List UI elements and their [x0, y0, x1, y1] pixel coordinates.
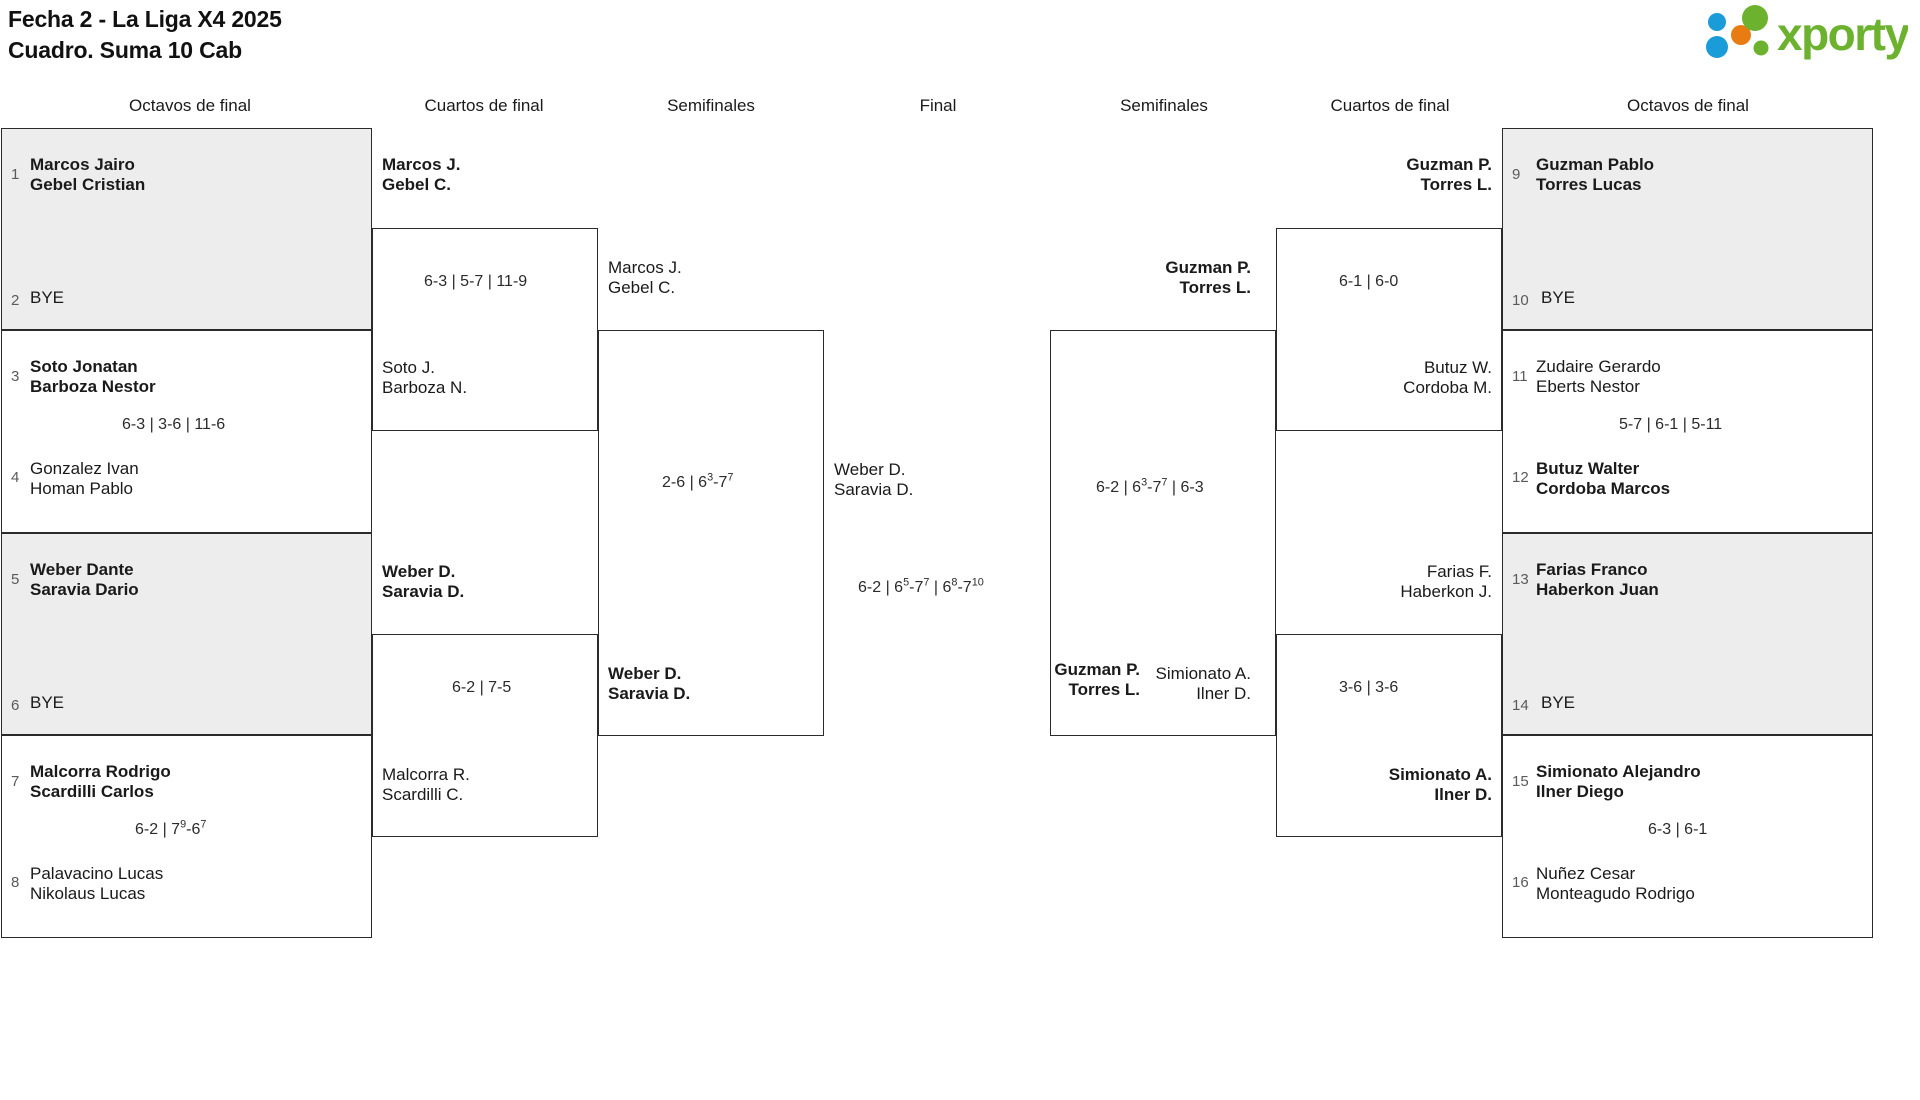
player-names: BYE [30, 288, 65, 307]
player-names: Malcorra Rodrigo Scardilli Carlos [30, 762, 171, 801]
match-score: 6-3 | 6-1 [1648, 821, 1708, 838]
finalist-right: Guzman P. Torres L. [1054, 660, 1140, 699]
connector-l-qf-2 [372, 634, 598, 837]
seed-number: 15 [1512, 773, 1529, 790]
seed-number: 1 [11, 166, 20, 183]
seed-number: 10 [1512, 292, 1529, 309]
qf-player-r-1: Guzman P. Torres L. [1406, 155, 1492, 194]
qf-player-r-3: Farias F. Haberkon J. [1400, 562, 1492, 601]
match-box-r-r16-1[interactable]: 9 Guzman Pablo Torres Lucas 10 BYE [1502, 128, 1873, 330]
round-header-semis-right: Semifinales [1120, 96, 1208, 115]
seed-number: 7 [11, 773, 20, 790]
player-names: Weber Dante Saravia Dario [30, 560, 139, 599]
sf-score-r: 6-2 | 63-77 | 6-3 [1096, 476, 1204, 496]
sf-player-r-1: Guzman P. Torres L. [1165, 258, 1251, 297]
sf-player-r-2: Simionato A. Ilner D. [1155, 664, 1251, 703]
final-score: 6-2 | 65-77 | 68-710 [858, 576, 984, 596]
round-header-cuartos-left: Cuartos de final [424, 96, 544, 115]
qf-player-l-4: Malcorra R. Scardilli C. [382, 765, 470, 804]
seed-number: 2 [11, 292, 20, 309]
player-names: BYE [1541, 288, 1576, 307]
player-names: BYE [30, 693, 65, 712]
seed-number: 12 [1512, 469, 1529, 486]
sf-player-l-1: Marcos J. Gebel C. [608, 258, 682, 297]
player-names: Palavacino Lucas Nikolaus Lucas [30, 864, 164, 903]
match-box-r-r16-3[interactable]: 13 Farias Franco Haberkon Juan 14 BYE [1502, 533, 1873, 735]
seed-number: 13 [1512, 571, 1529, 588]
connector-r-sf [1050, 330, 1276, 736]
sf-score-l: 2-6 | 63-77 [662, 471, 734, 491]
match-box-l-r16-3[interactable]: 5 Weber Dante Saravia Dario 6 BYE [1, 533, 372, 735]
seed-number: 3 [11, 368, 20, 385]
match-box-l-r16-4[interactable]: 7 Malcorra Rodrigo Scardilli Carlos 8 Pa… [1, 735, 372, 938]
page-title: Fecha 2 - La Liga X4 2025 Cuadro. Suma 1… [8, 6, 282, 63]
seed-number: 4 [11, 469, 20, 486]
qf-player-l-2: Soto J. Barboza N. [382, 358, 468, 397]
seed-number: 14 [1512, 697, 1529, 714]
round-header-cuartos-right: Cuartos de final [1330, 96, 1450, 115]
player-names: Soto Jonatan Barboza Nestor [30, 357, 156, 396]
match-score: 5-7 | 6-1 | 5-11 [1619, 416, 1723, 433]
round-header-octavos-left: Octavos de final [129, 96, 251, 115]
player-names: Gonzalez Ivan Homan Pablo [30, 459, 139, 498]
connector-l-sf [598, 330, 824, 736]
qf-score-r-2: 3-6 | 3-6 [1339, 679, 1399, 696]
match-box-r-r16-4[interactable]: 15 Simionato Alejandro Ilner Diego 16 Nu… [1502, 735, 1873, 938]
match-score: 6-2 | 79-67 [135, 818, 207, 838]
seed-number: 11 [1512, 368, 1528, 385]
match-box-l-r16-2[interactable]: 3 Soto Jonatan Barboza Nestor 4 Gonzalez… [1, 330, 372, 533]
qf-player-l-1: Marcos J. Gebel C. [382, 155, 461, 194]
match-box-l-r16-1[interactable]: 1 Marcos Jairo Gebel Cristian 2 BYE [1, 128, 372, 330]
qf-player-r-4: Simionato A. Ilner D. [1388, 765, 1492, 804]
match-score: 6-3 | 3-6 | 11-6 [122, 416, 226, 433]
seed-number: 6 [11, 697, 20, 714]
svg-text:xporty: xporty [1777, 8, 1908, 60]
finalist-left: Weber D. Saravia D. [834, 460, 914, 499]
round-header-final: Final [919, 96, 957, 115]
connector-r-qf-1 [1276, 228, 1502, 431]
player-names: Nuñez Cesar Monteagudo Rodrigo [1536, 864, 1695, 903]
seed-number: 9 [1512, 166, 1521, 183]
player-names: Farias Franco Haberkon Juan [1536, 560, 1659, 599]
player-names: Marcos Jairo Gebel Cristian [30, 155, 146, 194]
qf-player-l-3: Weber D. Saravia D. [382, 562, 465, 601]
player-names: Guzman Pablo Torres Lucas [1536, 155, 1655, 194]
seed-number: 5 [11, 571, 20, 588]
seed-number: 8 [11, 874, 20, 891]
round-header-octavos-right: Octavos de final [1627, 96, 1749, 115]
player-names: Simionato Alejandro Ilner Diego [1536, 762, 1701, 801]
xporty-logo: xporty [1693, 4, 1908, 62]
qf-player-r-2: Butuz W. Cordoba M. [1403, 358, 1492, 397]
sf-player-l-2: Weber D. Saravia D. [608, 664, 691, 703]
player-names: Butuz Walter Cordoba Marcos [1536, 459, 1671, 498]
qf-score-r-1: 6-1 | 6-0 [1339, 273, 1399, 290]
seed-number: 16 [1512, 874, 1529, 891]
connector-l-qf-1 [372, 228, 598, 431]
qf-score-l-1: 6-3 | 5-7 | 11-9 [424, 273, 528, 290]
round-header-semis-left: Semifinales [667, 96, 755, 115]
qf-score-l-2: 6-2 | 7-5 [452, 679, 512, 696]
match-box-r-r16-2[interactable]: 11 Zudaire Gerardo Eberts Nestor 12 Butu… [1502, 330, 1873, 533]
player-names: Zudaire Gerardo Eberts Nestor [1536, 357, 1661, 396]
player-names: BYE [1541, 693, 1576, 712]
connector-r-qf-2 [1276, 634, 1502, 837]
